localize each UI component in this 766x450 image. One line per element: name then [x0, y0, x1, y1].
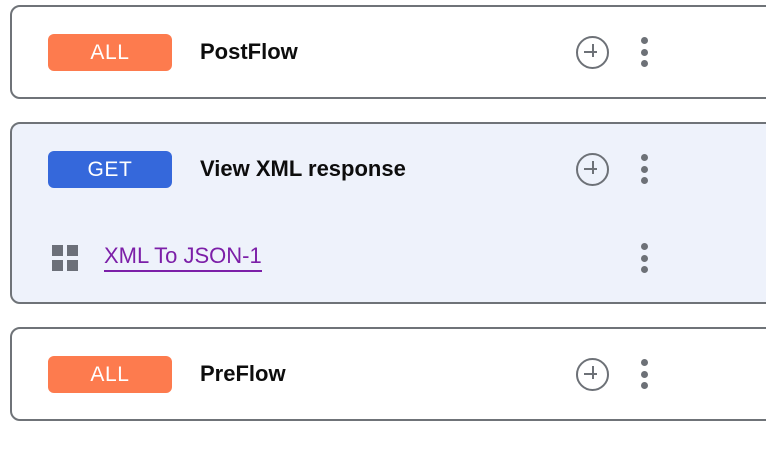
kebab-dot: [640, 370, 648, 378]
flow-row-preflow[interactable]: ALL PreFlow: [12, 329, 766, 419]
grid-square: [52, 245, 63, 256]
grid-square: [52, 260, 63, 271]
kebab-dot: [640, 154, 648, 161]
plus-circle-icon[interactable]: [576, 152, 609, 186]
kebab-dot: [640, 254, 648, 262]
method-badge-get: GET: [48, 150, 172, 188]
flow-title-preflow: PreFlow: [200, 361, 286, 386]
grid-square: [67, 260, 78, 271]
kebab-menu-icon[interactable]: [635, 243, 653, 273]
kebab-dot: [640, 177, 648, 184]
plus-circle-icon[interactable]: [576, 357, 609, 391]
flow-row-postflow[interactable]: ALL PostFlow: [12, 7, 766, 97]
policy-row-xml-to-json-1[interactable]: XML To JSON-1: [12, 214, 766, 302]
kebab-dot: [640, 48, 648, 56]
row-actions-postflow: [576, 7, 653, 97]
kebab-dot: [640, 165, 648, 173]
flow-card-preflow[interactable]: ALL PreFlow: [10, 327, 766, 421]
kebab-dot: [640, 37, 648, 44]
flow-title-view-xml-response: View XML response: [200, 156, 406, 181]
kebab-menu-icon[interactable]: [635, 37, 653, 67]
kebab-dot: [640, 243, 648, 250]
row-actions-preflow: [576, 329, 653, 419]
kebab-dot: [640, 60, 648, 67]
grid-policy-icon: [52, 245, 78, 271]
kebab-dot: [640, 382, 648, 389]
flow-card-postflow[interactable]: ALL PostFlow: [10, 5, 766, 99]
kebab-menu-icon[interactable]: [635, 154, 653, 184]
plus-circle-icon[interactable]: [576, 35, 609, 69]
kebab-dot: [640, 266, 648, 273]
method-badge-all: ALL: [48, 33, 172, 71]
flow-card-view-xml-response[interactable]: GET View XML response XML To JSON-1: [10, 122, 766, 304]
grid-square: [67, 245, 78, 256]
kebab-menu-icon[interactable]: [635, 359, 653, 389]
flow-title-postflow: PostFlow: [200, 39, 298, 64]
method-badge-all: ALL: [48, 355, 172, 393]
row-actions-view-xml-response: [576, 124, 653, 214]
policy-link-xml-to-json-1[interactable]: XML To JSON-1: [104, 244, 262, 273]
kebab-dot: [640, 359, 648, 366]
row-actions-xml-to-json-1: [635, 214, 653, 302]
flow-row-view-xml-response[interactable]: GET View XML response: [12, 124, 766, 214]
